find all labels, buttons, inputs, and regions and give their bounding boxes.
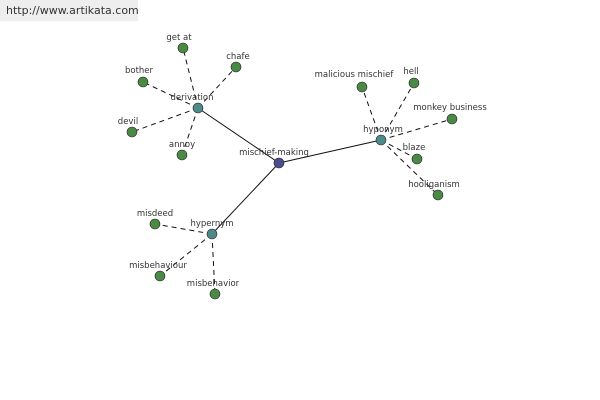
- leaf-label[interactable]: malicious mischief: [315, 70, 395, 80]
- hub-label-hyponym[interactable]: hyponym: [363, 125, 403, 135]
- leaf-node[interactable]: [432, 189, 444, 201]
- edge-derivation-leaf: [142, 81, 199, 109]
- leaf-node[interactable]: [176, 149, 188, 161]
- edge-hypernym-leaf: [159, 233, 213, 277]
- leaf-node[interactable]: [177, 42, 189, 54]
- hub-node-derivation[interactable]: [192, 102, 204, 114]
- leaf-label[interactable]: blaze: [403, 143, 426, 153]
- leaf-label[interactable]: hooliganism: [408, 180, 460, 190]
- leaf-node[interactable]: [230, 61, 242, 73]
- edge-hyponym-leaf: [361, 86, 382, 141]
- leaf-node[interactable]: [154, 270, 166, 282]
- edge-center-hypernym: [211, 162, 280, 235]
- center-label[interactable]: mischief-making: [239, 148, 309, 158]
- leaf-label[interactable]: hell: [403, 67, 418, 77]
- center-node[interactable]: [273, 157, 285, 169]
- leaf-label[interactable]: devil: [118, 117, 138, 127]
- edge-hypernym-leaf: [154, 223, 213, 235]
- edge-center-derivation: [197, 107, 280, 164]
- hub-node-hypernym[interactable]: [206, 228, 218, 240]
- leaf-label[interactable]: misbehavior: [187, 279, 240, 289]
- leaf-label[interactable]: misbehaviour: [129, 261, 187, 271]
- leaf-node[interactable]: [446, 113, 458, 125]
- leaf-label[interactable]: misdeed: [137, 209, 173, 219]
- leaf-label[interactable]: chafe: [226, 52, 250, 62]
- leaf-label[interactable]: annoy: [169, 140, 195, 150]
- nodes-layer: [126, 42, 458, 300]
- leaf-node[interactable]: [209, 288, 221, 300]
- edge-hyponym-leaf: [380, 139, 439, 196]
- leaf-node[interactable]: [408, 77, 420, 89]
- leaf-node[interactable]: [126, 126, 138, 138]
- edge-derivation-leaf: [131, 107, 199, 133]
- edge-center-hyponym: [278, 139, 382, 164]
- edge-hyponym-leaf: [380, 118, 453, 141]
- source-url[interactable]: http://www.artikata.com: [0, 0, 139, 21]
- leaf-label[interactable]: get at: [166, 33, 192, 43]
- leaf-label[interactable]: bother: [125, 66, 154, 76]
- edge-hyponym-leaf: [380, 139, 418, 160]
- edge-hyponym-leaf: [380, 82, 415, 141]
- hub-node-hyponym[interactable]: [375, 134, 387, 146]
- leaf-node[interactable]: [137, 76, 149, 88]
- hub-label-hypernym[interactable]: hypernym: [190, 219, 233, 229]
- edge-derivation-leaf: [182, 47, 199, 109]
- leaf-node[interactable]: [149, 218, 161, 230]
- leaf-label[interactable]: monkey business: [413, 103, 487, 113]
- leaf-node[interactable]: [411, 153, 423, 165]
- leaf-node[interactable]: [356, 81, 368, 93]
- edges-layer: [131, 47, 453, 295]
- edge-derivation-leaf: [197, 66, 237, 109]
- edge-hypernym-leaf: [211, 233, 216, 295]
- labels-layer: mischief-making derivation get at chafe both…: [118, 33, 488, 289]
- hub-label-derivation[interactable]: derivation: [170, 93, 213, 103]
